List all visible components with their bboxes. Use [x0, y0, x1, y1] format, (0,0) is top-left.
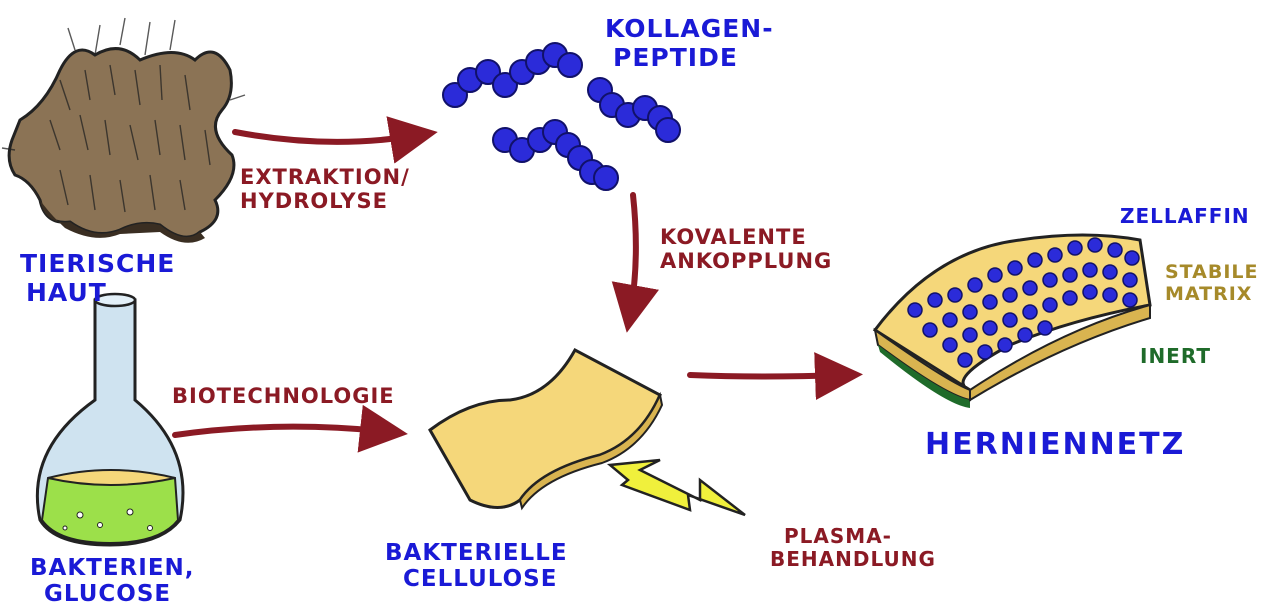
- label-line: GLUCOSE: [30, 581, 195, 607]
- label-line: BEHANDLUNG: [770, 548, 936, 571]
- label-extraction: EXTRAKTION/ HYDROLYSE: [240, 165, 410, 213]
- label-line: CELLULOSE: [385, 566, 568, 592]
- arrow-extraction: [235, 132, 420, 142]
- label-biotechnology: BIOTECHNOLOGIE: [172, 384, 395, 408]
- label-line: STABILE: [1165, 262, 1259, 284]
- label-bacterial-cellulose: BAKTERIELLE CELLULOSE: [385, 540, 568, 593]
- label-cell-affine: ZELLAFFIN: [1120, 205, 1250, 228]
- label-line: BAKTERIEN,: [30, 555, 195, 581]
- arrow-coupling: [630, 195, 636, 315]
- animal-skin-icon: [2, 18, 245, 243]
- label-line: KOVALENTE: [660, 225, 832, 249]
- label-line: HAUT: [20, 279, 175, 308]
- label-animal-skin: TIERISCHE HAUT: [20, 250, 175, 308]
- label-line: MATRIX: [1165, 284, 1259, 306]
- label-line: PEPTIDE: [605, 44, 774, 73]
- label-line: BAKTERIELLE: [385, 540, 568, 566]
- label-line: HYDROLYSE: [240, 189, 410, 213]
- label-line: ANKOPPLUNG: [660, 249, 832, 273]
- arrow-biotech: [175, 427, 390, 435]
- label-hernia-mesh: HERNIENNETZ: [925, 428, 1185, 463]
- label-plasma-treatment: PLASMA- BEHANDLUNG: [770, 525, 936, 571]
- lightning-bolt-icon: [610, 460, 745, 515]
- flask-icon: [37, 294, 183, 545]
- label-bacteria-glucose: BAKTERIEN, GLUCOSE: [30, 555, 195, 608]
- label-covalent-coupling: KOVALENTE ANKOPPLUNG: [660, 225, 832, 273]
- label-collagen-peptides: KOLLAGEN- PEPTIDE: [605, 15, 774, 73]
- label-line: EXTRAKTION/: [240, 165, 410, 189]
- hernia-mesh-icon: [875, 235, 1150, 408]
- label-line: KOLLAGEN-: [605, 15, 774, 44]
- label-inert: INERT: [1140, 345, 1211, 368]
- label-line: PLASMA-: [770, 525, 936, 548]
- label-line: TIERISCHE: [20, 250, 175, 279]
- arrow-to-mesh: [690, 375, 845, 377]
- label-stable-matrix: STABILE MATRIX: [1165, 262, 1259, 306]
